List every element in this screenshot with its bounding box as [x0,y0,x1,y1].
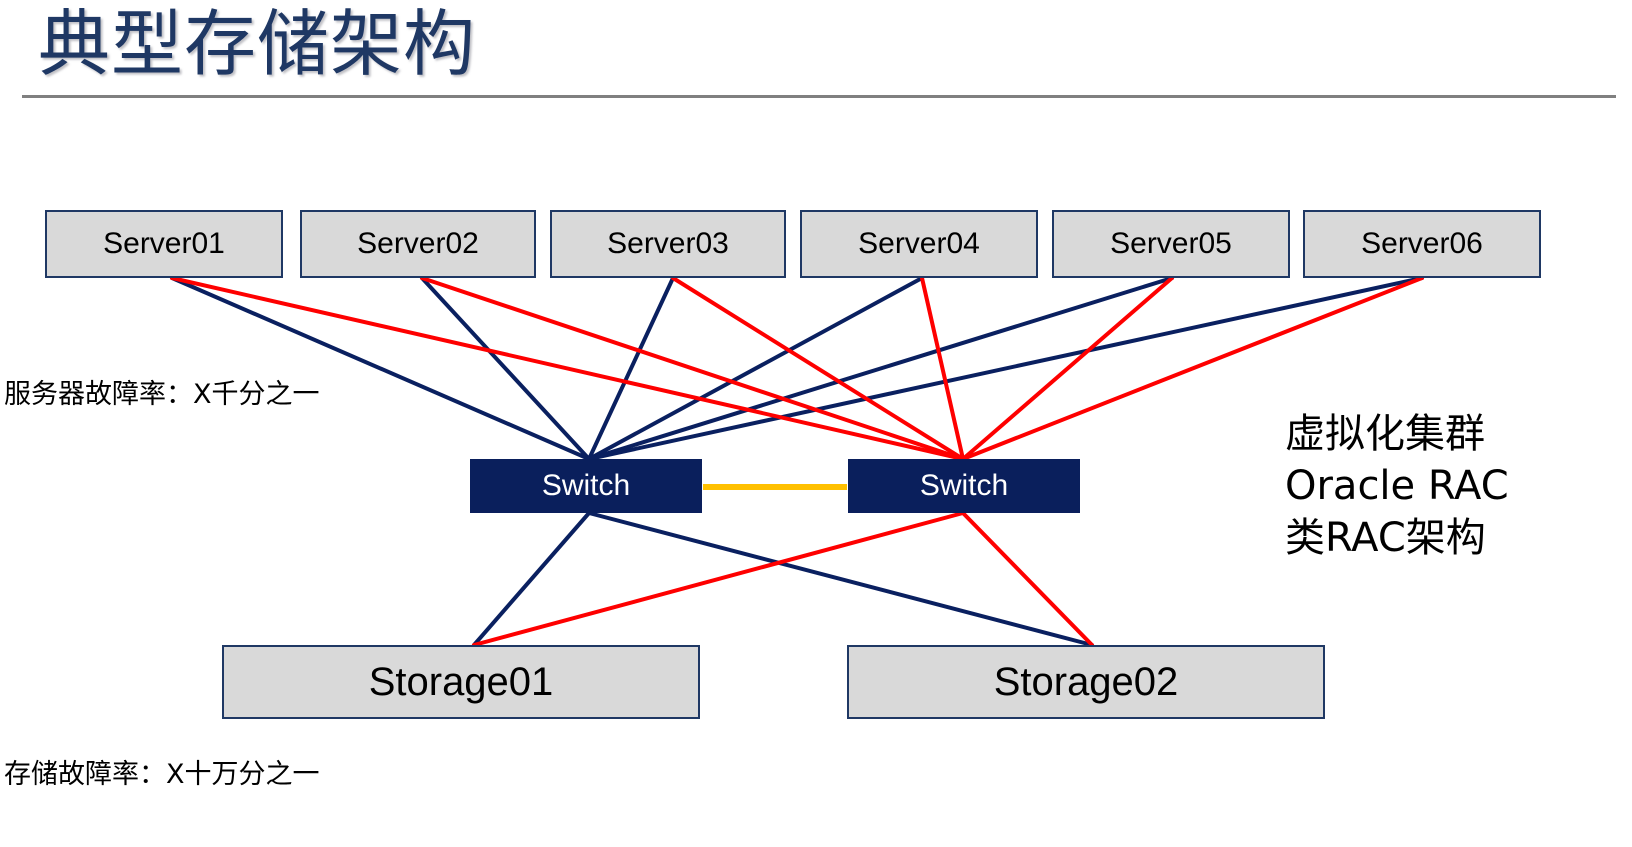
link-server3-switch1 [587,276,675,461]
link-switch1-storage1 [472,511,591,647]
switch-node-1-label: Switch [541,469,631,502]
link-server4-switch2 [920,276,965,461]
storage-node-2-label: Storage02 [993,659,1179,704]
server-node-4-label: Server04 [858,227,980,260]
link-server1-switch2 [170,276,965,461]
link-switch2-storage2 [961,511,1094,647]
link-server5-switch2 [961,276,1174,461]
switch-node-2[interactable]: Switch [848,459,1080,513]
storage-node-2[interactable]: Storage02 [847,645,1325,719]
server-node-3[interactable]: Server03 [550,210,786,278]
link-server2-switch1 [420,276,591,461]
link-server1-switch1 [170,276,591,461]
server-node-6[interactable]: Server06 [1303,210,1541,278]
cluster-note-line-2: Oracle RAC [1285,463,1509,509]
storage-node-1-label: Storage01 [368,659,554,704]
storage-node-1[interactable]: Storage01 [222,645,700,719]
switch-node-1[interactable]: Switch [470,459,702,513]
cluster-note-line-1: 虚拟化集群 [1285,411,1485,457]
link-switch1-storage2 [587,511,1094,647]
link-switch2-storage1 [472,511,965,647]
storage-failure-rate-label: 存储故障率：X十万分之一 [4,759,320,790]
server-node-2[interactable]: Server02 [300,210,536,278]
switch-node-2-label: Switch [919,469,1009,502]
page-title: 典型存储架构 [38,2,477,86]
fabric-b-links [170,276,1424,647]
link-server4-switch1 [587,276,924,461]
link-server5-switch1 [587,276,1174,461]
server-node-2-label: Server02 [357,227,479,260]
server-node-5-label: Server05 [1110,227,1232,260]
server-failure-rate-label: 服务器故障率：X千分之一 [4,379,320,410]
server-node-6-label: Server06 [1361,227,1483,260]
server-node-1[interactable]: Server01 [45,210,283,278]
link-server3-switch2 [671,276,965,461]
server-node-5[interactable]: Server05 [1052,210,1290,278]
server-node-4[interactable]: Server04 [800,210,1038,278]
server-node-3-label: Server03 [607,227,729,260]
cluster-note: 虚拟化集群 Oracle RAC 类RAC架构 [1285,408,1509,564]
link-server2-switch2 [420,276,965,461]
fabric-a-links [170,276,1424,647]
server-node-1-label: Server01 [103,227,225,260]
title-divider [22,95,1616,98]
cluster-note-line-3: 类RAC架构 [1285,515,1486,561]
